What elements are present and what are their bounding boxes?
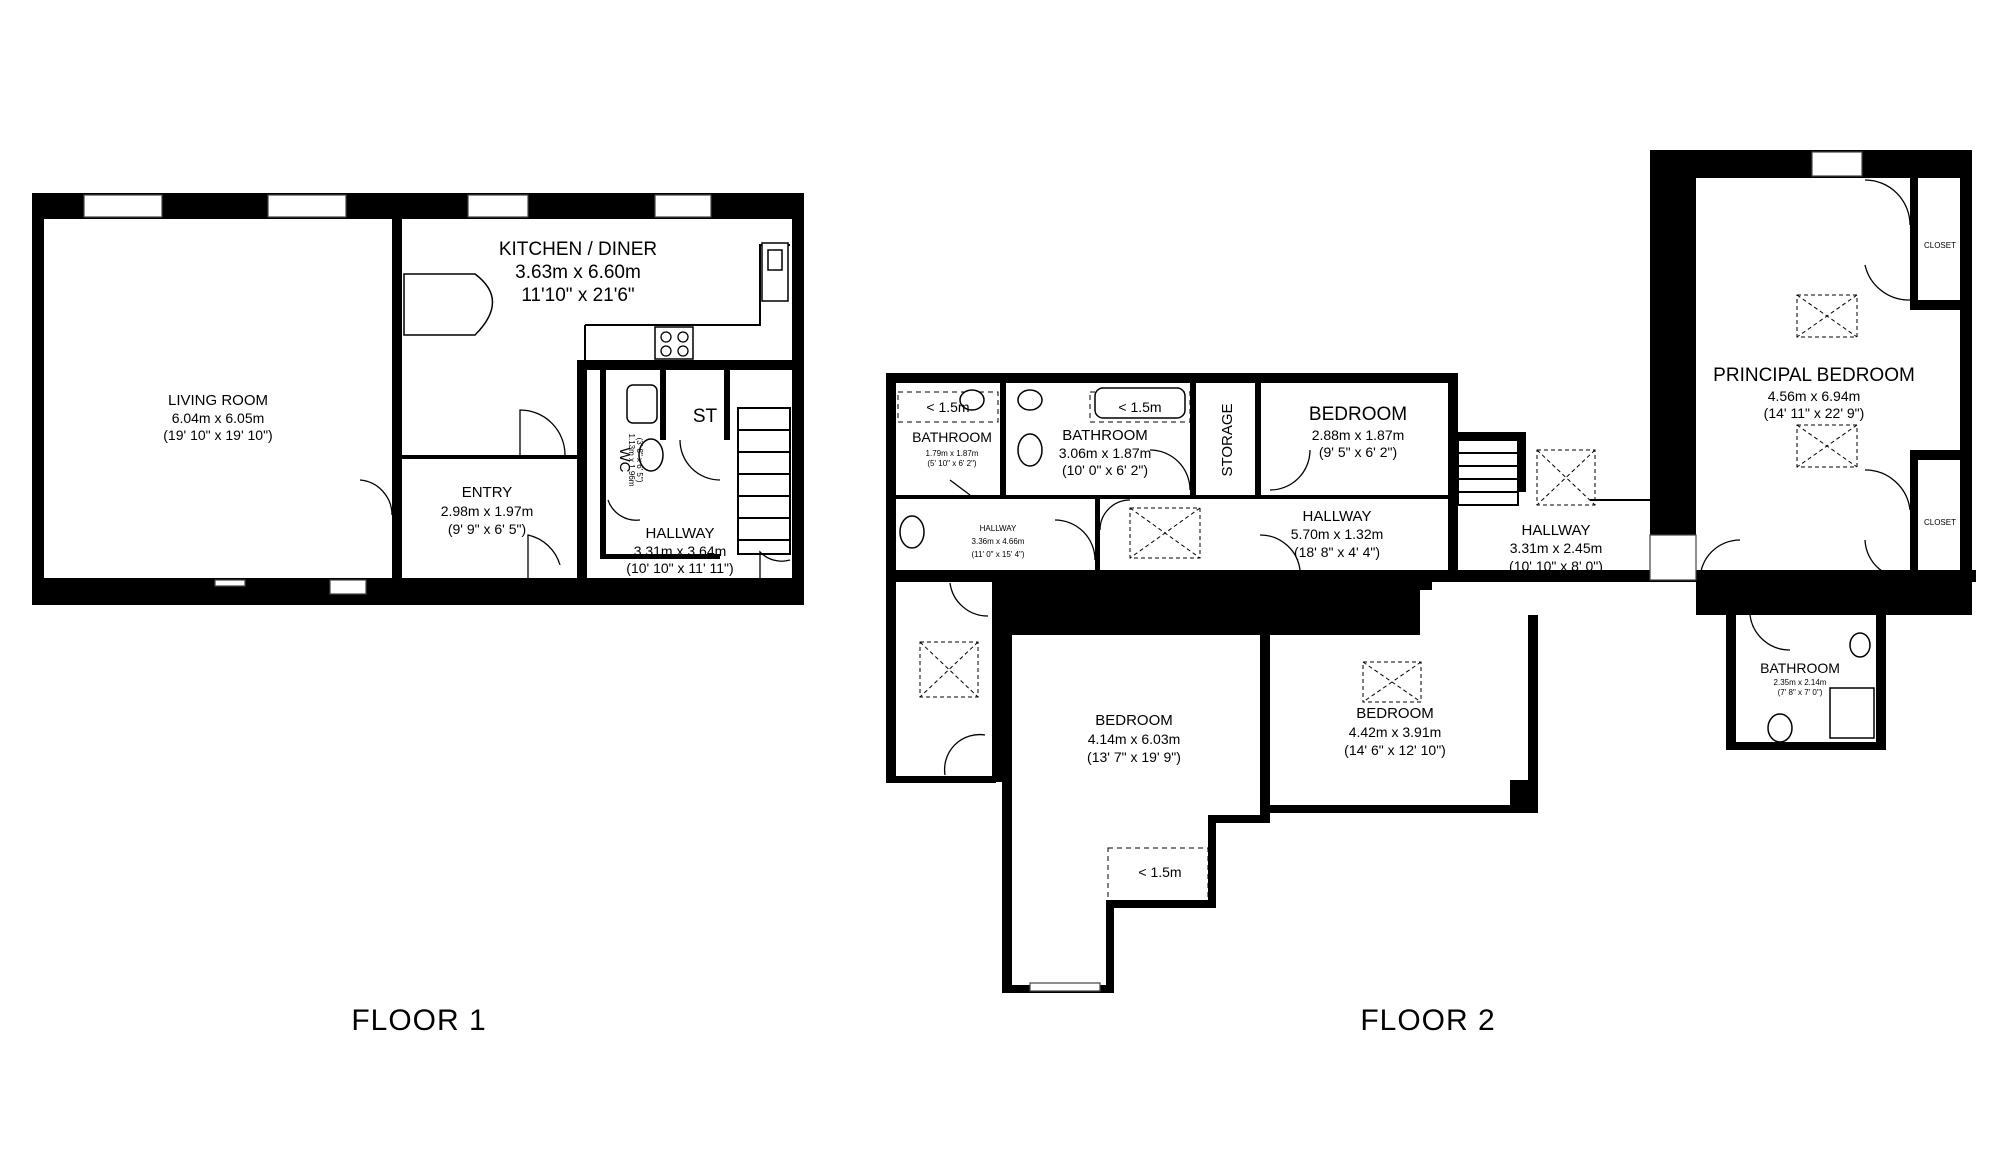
room-imperial: (14' 6" x 12' 10") (1344, 742, 1446, 758)
room-name: BATHROOM (1760, 660, 1840, 676)
room-metric: 1.13m x 1.96m (627, 434, 636, 487)
room-name: WC (616, 448, 633, 473)
headroom-note: < 1.5m (1118, 399, 1161, 415)
room-metric: 2.98m x 1.97m (441, 503, 534, 519)
room-name: ENTRY (462, 484, 513, 501)
room-living-room: LIVING ROOM 6.04m x 6.05m (19' 10" x 19'… (163, 392, 272, 443)
skylights (919, 294, 1858, 703)
room-hallway-left: HALLWAY 3.36m x 4.66m (11' 0" x 15' 4") (971, 524, 1024, 559)
room-name: HALLWAY (1303, 508, 1372, 525)
room-name: BATHROOM (1062, 427, 1148, 444)
room-metric: 3.63m x 6.60m (515, 262, 641, 283)
room-imperial: (10' 0" x 6' 2") (1062, 462, 1148, 478)
room-metric: 4.14m x 6.03m (1088, 731, 1181, 747)
room-name: HALLWAY (646, 525, 715, 542)
room-name: BEDROOM (1309, 404, 1407, 425)
room-imperial: (5' 10" x 6' 2") (927, 459, 977, 468)
room-closet-bottom: CLOSET (1924, 518, 1956, 527)
room-metric: 4.42m x 3.91m (1349, 724, 1442, 740)
stairs (737, 407, 791, 555)
room-metric: 6.04m x 6.05m (172, 410, 265, 426)
stairs (1457, 439, 1519, 506)
room-imperial: (14' 11" x 22' 9") (1764, 405, 1865, 421)
room-metric: 2.35m x 2.14m (1774, 678, 1827, 687)
room-bathroom-1: BATHROOM 1.79m x 1.87m (5' 10" x 6' 2") (912, 429, 992, 468)
room-imperial: (18' 8" x 4' 4") (1294, 544, 1380, 560)
room-closet-top: CLOSET (1924, 241, 1956, 250)
room-metric: 2.88m x 1.87m (1312, 427, 1405, 443)
room-wc: WC 1.13m x 1.96m (3' 8" x 6' 5") (616, 434, 644, 487)
room-metric: 1.79m x 1.87m (926, 449, 979, 458)
room-entry: ENTRY 2.98m x 1.97m (9' 9" x 6' 5") (441, 484, 534, 537)
room-hallway-right: HALLWAY 3.31m x 2.45m (10' 10" x 8' 0") (1509, 522, 1603, 574)
room-bedroom-small: BEDROOM 2.88m x 1.87m (9' 5" x 6' 2") (1309, 404, 1407, 460)
room-hallway-middle: HALLWAY 5.70m x 1.32m (18' 8" x 4' 4") (1291, 508, 1384, 560)
room-imperial: (13' 7" x 19' 9") (1087, 749, 1181, 765)
room-name: HALLWAY (1522, 522, 1591, 539)
room-name: CLOSET (1924, 241, 1956, 250)
room-bedroom-large: BEDROOM 4.14m x 6.03m (13' 7" x 19' 9") (1087, 712, 1181, 765)
room-name: KITCHEN / DINER (499, 239, 657, 260)
room-name: STORAGE (1219, 403, 1236, 476)
room-imperial: (7' 8" x 7' 0") (1778, 688, 1823, 697)
room-kitchen-diner: KITCHEN / DINER 3.63m x 6.60m 11'10" x 2… (499, 239, 657, 306)
room-bathroom-2: BATHROOM 3.06m x 1.87m (10' 0" x 6' 2") (1059, 427, 1152, 478)
room-imperial: (19' 10" x 19' 10") (163, 427, 272, 443)
floor-1 (32, 193, 804, 605)
floor-2 (886, 150, 1976, 993)
room-principal-bedroom: PRINCIPAL BEDROOM 4.56m x 6.94m (14' 11"… (1713, 365, 1915, 421)
room-bathroom-ensuite: BATHROOM 2.35m x 2.14m (7' 8" x 7' 0") (1760, 660, 1840, 697)
room-storage: STORAGE (1219, 403, 1236, 476)
room-imperial: (10' 10" x 8' 0") (1509, 558, 1603, 574)
room-name: BATHROOM (912, 429, 992, 445)
floor-1-label: FLOOR 1 (351, 1004, 486, 1037)
room-name: CLOSET (1924, 518, 1956, 527)
room-metric: 5.70m x 1.32m (1291, 526, 1384, 542)
headroom-note: < 1.5m (926, 399, 969, 415)
room-name: PRINCIPAL BEDROOM (1713, 365, 1915, 386)
room-imperial: 11'10" x 21'6" (521, 285, 634, 306)
headroom-note: < 1.5m (1138, 864, 1181, 880)
room-name: BEDROOM (1095, 712, 1173, 729)
room-imperial: (3' 8" x 6' 5") (635, 438, 644, 483)
room-imperial: (9' 9" x 6' 5") (448, 521, 526, 537)
room-metric: 3.36m x 4.66m (972, 537, 1025, 546)
floor-2-label: FLOOR 2 (1360, 1004, 1495, 1037)
room-imperial: (11' 0" x 15' 4") (971, 550, 1024, 559)
room-metric: 4.56m x 6.94m (1768, 388, 1861, 404)
room-hallway-f1: HALLWAY 3.31m x 3.64m (10' 10" x 11' 11"… (626, 525, 733, 576)
room-bedroom-medium: BEDROOM 4.42m x 3.91m (14' 6" x 12' 10") (1344, 705, 1446, 758)
room-name: HALLWAY (980, 524, 1017, 533)
room-st: ST (693, 406, 718, 427)
room-metric: 3.31m x 2.45m (1510, 540, 1603, 556)
room-metric: 3.31m x 3.64m (634, 543, 727, 559)
room-name: LIVING ROOM (168, 392, 268, 409)
room-imperial: (10' 10" x 11' 11") (626, 560, 733, 576)
room-imperial: (9' 5" x 6' 2") (1319, 444, 1397, 460)
room-metric: 3.06m x 1.87m (1059, 445, 1152, 461)
room-name: ST (693, 406, 718, 427)
room-name: BEDROOM (1356, 705, 1434, 722)
